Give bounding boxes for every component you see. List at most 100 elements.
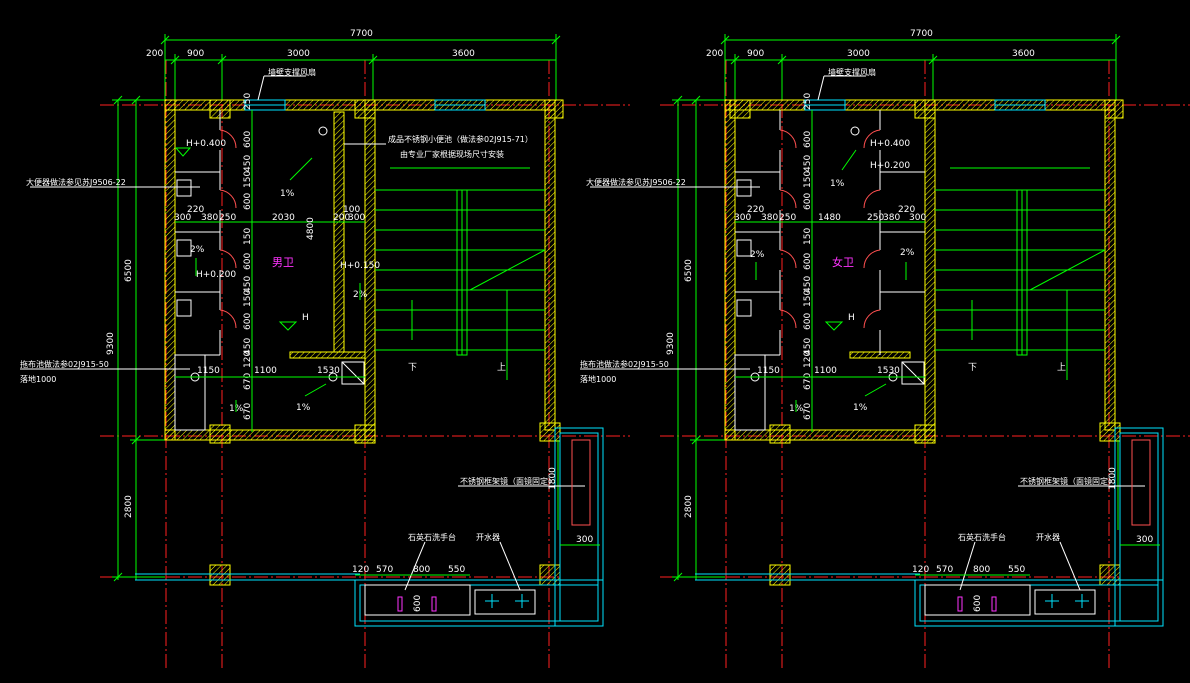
room-label: 女卫 bbox=[832, 255, 854, 269]
toilet-stalls bbox=[174, 110, 237, 431]
dimension-lines-left bbox=[672, 95, 725, 582]
dim-v-1: 600 bbox=[243, 131, 253, 148]
leader-lines bbox=[20, 75, 585, 591]
level-markers bbox=[824, 321, 844, 331]
stair-up: 上 bbox=[1057, 362, 1066, 373]
windows bbox=[695, 99, 1164, 627]
dim-top-3600: 3600 bbox=[452, 49, 475, 59]
dimension-lines-top bbox=[160, 34, 561, 100]
note-left2: 拖布池做法参02J915-50 bbox=[580, 359, 669, 369]
dim-misc-1150: 1150 bbox=[757, 366, 780, 376]
urinal-partition bbox=[333, 111, 345, 353]
dim-row1-3: 2030 bbox=[272, 213, 295, 223]
dim-v-3: 150 bbox=[803, 171, 813, 188]
dim-v-4: 600 bbox=[803, 193, 813, 210]
dim-row1-4: 200 bbox=[333, 213, 350, 223]
dim-row1-1: 380 bbox=[201, 213, 218, 223]
note-top-callout: 墙壁支撑风扇 bbox=[828, 67, 876, 77]
dim-v-10: 450 bbox=[803, 338, 813, 355]
dim-row1-0: 300 bbox=[734, 213, 751, 223]
basin-counter bbox=[364, 439, 591, 616]
dim-v-11: 120 bbox=[803, 351, 813, 368]
note-partition: 成品不锈钢小便池（做法参02J915-71） bbox=[388, 134, 533, 144]
note-mirror: 不锈钢框架镜（面镜固定） bbox=[1020, 476, 1116, 486]
dim-v-3: 150 bbox=[243, 171, 253, 188]
floor-drains bbox=[190, 126, 338, 382]
dim-top-3600: 3600 bbox=[1012, 49, 1035, 59]
level-markers bbox=[174, 147, 298, 331]
dim-left-6500: 6500 bbox=[124, 259, 134, 282]
dim-top-900: 900 bbox=[747, 49, 764, 59]
dim-row1-4: 250 bbox=[867, 213, 884, 223]
dim-v-0: 250 bbox=[243, 93, 253, 110]
note-left1: 大便器做法参见苏J9506-22 bbox=[26, 177, 126, 187]
dim-v-4: 600 bbox=[243, 193, 253, 210]
dim-left-9300: 9300 bbox=[106, 332, 116, 355]
dim-misc-300: 300 bbox=[576, 535, 593, 545]
dim-left-9300: 9300 bbox=[666, 332, 676, 355]
dim-row2-1: 220 bbox=[898, 205, 915, 215]
dim-misc-1530: 1530 bbox=[877, 366, 900, 376]
level-1: H+0.200 bbox=[196, 270, 236, 280]
leader-lines bbox=[580, 75, 1145, 591]
dim-v-8: 150 bbox=[243, 290, 253, 307]
note-top-callout: 墙壁支撑风扇 bbox=[268, 67, 316, 77]
dim-v-5: 150 bbox=[243, 228, 253, 245]
dim-misc-1100: 1100 bbox=[254, 366, 277, 376]
note-left2: 拖布池做法参02J915-50 bbox=[20, 359, 109, 369]
dim-bottom-4: 600 bbox=[973, 595, 983, 612]
dim-v-2: 450 bbox=[243, 155, 253, 172]
dim-misc-1150: 1150 bbox=[197, 366, 220, 376]
staircase bbox=[375, 167, 546, 380]
dim-row2-0: 220 bbox=[187, 205, 204, 215]
dim-row1-5: 380 bbox=[883, 213, 900, 223]
dim-bottom-1: 570 bbox=[936, 565, 953, 575]
dim-left-6500: 6500 bbox=[684, 259, 694, 282]
dim-v-0: 250 bbox=[803, 93, 813, 110]
plan-womens: 7700 200 900 3000 3600 9300 6500 2800 bbox=[580, 29, 1190, 670]
note-basin: 石英石洗手台 bbox=[408, 532, 456, 542]
dim-left-2800: 2800 bbox=[124, 495, 134, 518]
dim-total: 7700 bbox=[910, 29, 933, 39]
dim-v-5: 150 bbox=[803, 228, 813, 245]
walls bbox=[164, 99, 564, 586]
dim-row1-2: 250 bbox=[779, 213, 796, 223]
dim-bottom-4: 600 bbox=[413, 595, 423, 612]
dim-misc-4800: 4800 bbox=[306, 217, 316, 240]
dim-misc-300: 300 bbox=[1136, 535, 1153, 545]
level-1: H+0.200 bbox=[870, 161, 910, 171]
dim-v-7: 450 bbox=[243, 276, 253, 293]
note-left1: 大便器做法参见苏J9506-22 bbox=[586, 177, 686, 187]
slope-4: 1% bbox=[296, 403, 311, 413]
dim-row2-1: 100 bbox=[343, 205, 360, 215]
mop-sink bbox=[341, 361, 365, 385]
level-2: H bbox=[848, 313, 855, 323]
dim-bottom-1: 570 bbox=[376, 565, 393, 575]
dim-bottom-2: 800 bbox=[973, 565, 990, 575]
dim-total: 7700 bbox=[350, 29, 373, 39]
note-basin: 石英石洗手台 bbox=[958, 532, 1006, 542]
dim-v-12: 670 bbox=[803, 373, 813, 390]
slope-arrows bbox=[195, 157, 361, 412]
dim-v-8: 150 bbox=[803, 290, 813, 307]
stair-down: 下 bbox=[968, 363, 977, 373]
staircase bbox=[935, 167, 1106, 380]
stair-up: 上 bbox=[497, 362, 506, 373]
slope-0: 1% bbox=[280, 189, 295, 199]
dim-row1-2: 250 bbox=[219, 213, 236, 223]
dim-v-1: 600 bbox=[803, 131, 813, 148]
dim-lines-misc bbox=[175, 376, 600, 546]
level-2: H+0.150 bbox=[340, 261, 380, 271]
level-3: H bbox=[302, 313, 309, 323]
dimension-lines-top bbox=[720, 34, 1121, 100]
dim-misc-1530: 1530 bbox=[317, 366, 340, 376]
toilet-stalls bbox=[734, 110, 925, 431]
dim-bottom-2: 800 bbox=[413, 565, 430, 575]
note-left3: 落地1000 bbox=[580, 374, 616, 384]
note-tap: 开水器 bbox=[476, 532, 500, 542]
note-mirror: 不锈钢框架镜（面镜固定） bbox=[460, 476, 556, 486]
dim-top-900: 900 bbox=[187, 49, 204, 59]
dim-v-10: 450 bbox=[243, 338, 253, 355]
dim-v-2: 450 bbox=[803, 155, 813, 172]
